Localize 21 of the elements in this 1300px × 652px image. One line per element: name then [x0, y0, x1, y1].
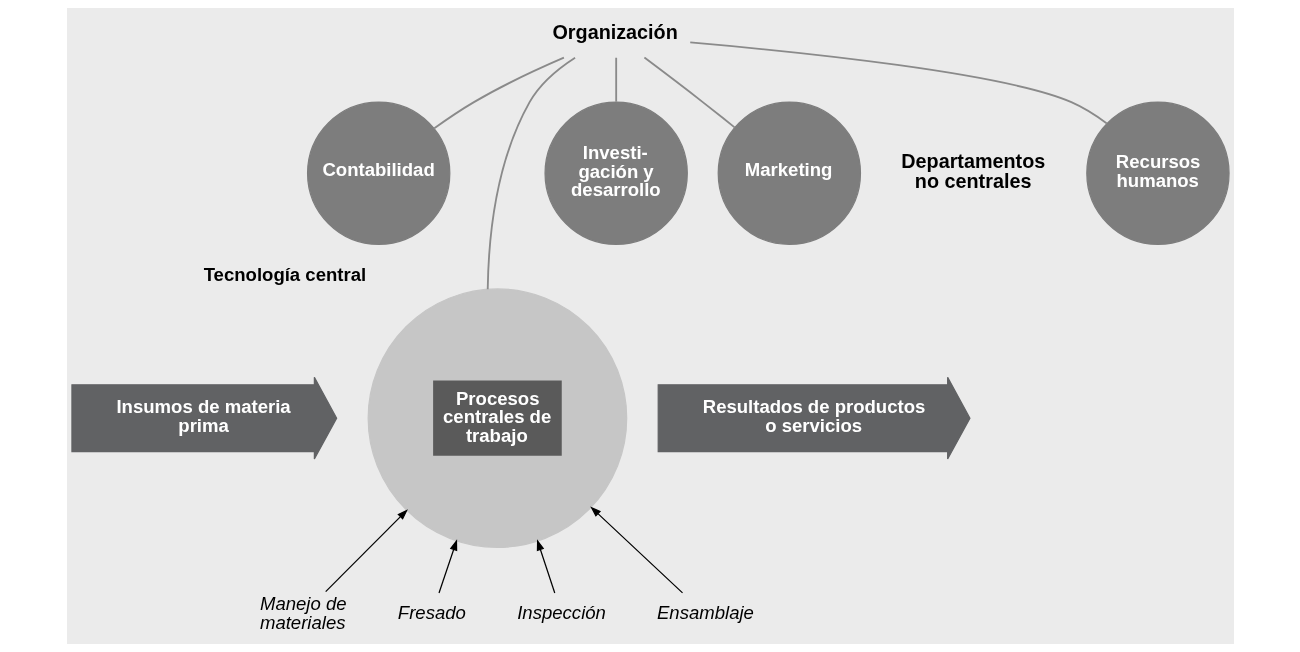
node-text: Fresado: [397, 601, 466, 623]
connector: [643, 56, 735, 129]
connector: [486, 56, 576, 291]
node-text: Manejo de materiales: [259, 593, 347, 634]
arrow: [589, 506, 683, 594]
node-text: Ensamblaje: [656, 601, 754, 623]
node-circle: Procesos centrales de trabajo: [367, 288, 627, 548]
arrow: [324, 509, 408, 593]
node-circle: Investi- gación y desarrollo: [543, 101, 688, 245]
connector: [688, 41, 1108, 125]
connector: [614, 56, 617, 103]
label: Departamentos no centrales: [900, 150, 1045, 192]
arrow: [437, 539, 457, 594]
node-circle: Marketing: [717, 101, 861, 245]
node-circle: Recursos humanos: [1085, 101, 1230, 245]
node-text: Inspección: [516, 601, 606, 623]
connector: [432, 56, 565, 130]
arrow: [536, 539, 555, 594]
node-circle: Contabilidad: [306, 101, 450, 245]
node-label: Tecnología central: [203, 264, 366, 286]
node-text: Organización: [551, 20, 678, 43]
